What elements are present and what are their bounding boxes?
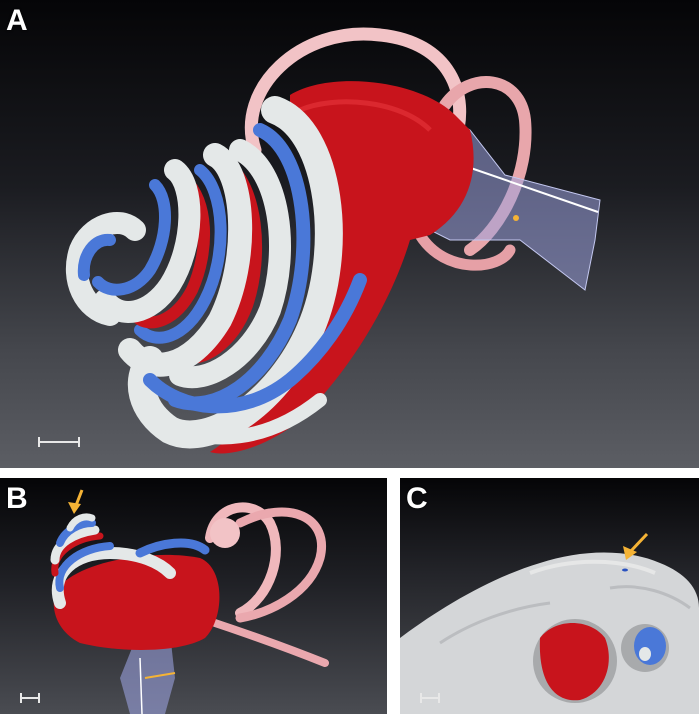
measurement-line xyxy=(461,164,599,213)
cochlear-spiral xyxy=(65,96,367,449)
scale-bar xyxy=(420,693,440,703)
oval-window-blue xyxy=(634,627,666,665)
measurement-marker xyxy=(513,215,519,221)
panel-label: A xyxy=(6,4,28,37)
arrow-icon xyxy=(623,532,649,560)
panel-label: B xyxy=(6,482,28,515)
semicircular-canals xyxy=(205,502,329,667)
scala-vestibuli-body xyxy=(53,554,220,650)
panel-b: B xyxy=(0,478,387,714)
scale-bar xyxy=(20,693,40,703)
panel-a: A xyxy=(0,0,699,468)
panel-b-render xyxy=(50,489,329,714)
scale-bar xyxy=(38,437,80,447)
arrow-icon xyxy=(68,489,84,514)
panel-a-render xyxy=(65,27,601,454)
panel-c-render xyxy=(400,532,699,714)
panel-label: C xyxy=(406,482,428,515)
panel-c: C xyxy=(400,478,699,714)
round-window-red xyxy=(539,623,609,701)
scala-vestibuli-body xyxy=(210,81,474,454)
cochlear-spiral xyxy=(50,513,210,609)
